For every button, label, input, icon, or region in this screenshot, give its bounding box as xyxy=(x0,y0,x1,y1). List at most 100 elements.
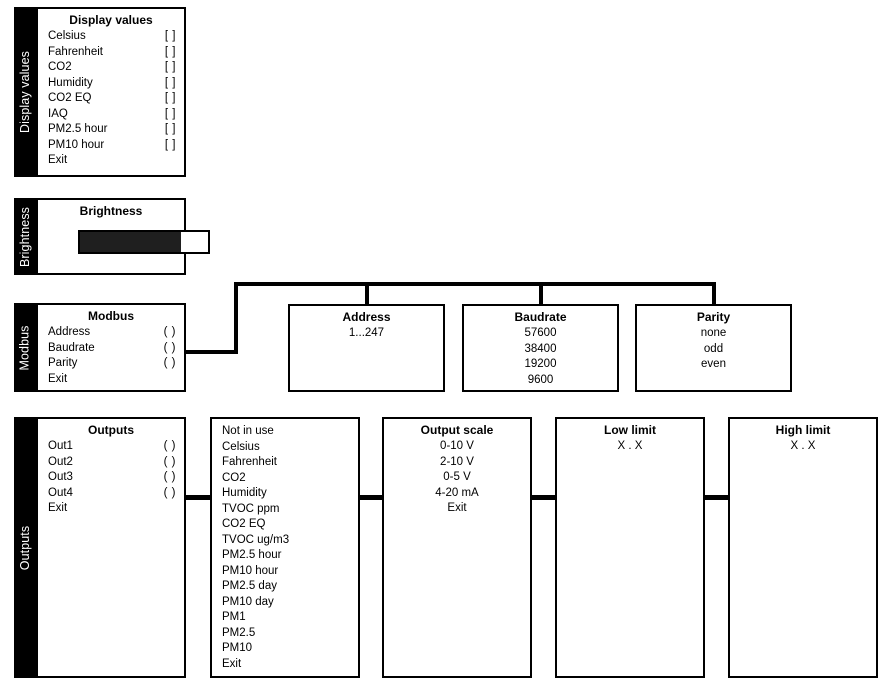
checkbox-marker[interactable]: [ ] xyxy=(164,123,176,135)
list-item[interactable]: 2-10 V xyxy=(440,455,474,468)
connector-modbus-drop-address xyxy=(365,282,369,306)
list-item-label: Out3 xyxy=(48,471,73,483)
connector-modbus-drop-parity xyxy=(712,282,716,306)
connector-outputs-to-source-list xyxy=(186,495,211,500)
sidebar-tab-label-display-values: Display values xyxy=(18,51,32,133)
list-item[interactable]: PM10 xyxy=(222,642,253,654)
list-item[interactable]: Out3 ( ) xyxy=(48,470,176,486)
menu-list-modbus: Address ( ) Baudrate ( ) Parity ( ) Exit xyxy=(38,325,184,387)
list-item[interactable]: Fahrenheit xyxy=(222,456,277,468)
brightness-slider-track[interactable] xyxy=(78,230,210,254)
list-item[interactable]: Celsius [ ] xyxy=(48,29,176,45)
panel-body-outputs: Outputs Out1 ( ) Out2 ( ) Out3 ( ) Out4 … xyxy=(36,419,184,676)
list-item[interactable]: 0-10 V xyxy=(440,440,474,452)
radio-marker[interactable]: ( ) xyxy=(163,471,176,483)
page-title-address: Address xyxy=(342,310,391,324)
list-item-label: Exit xyxy=(48,154,68,166)
list-item[interactable]: PM2.5 xyxy=(222,626,256,639)
sidebar-tab-outputs[interactable]: Outputs xyxy=(14,419,36,676)
menu-list-display-values: Celsius [ ] Fahrenheit [ ] CO2 [ ] Humid… xyxy=(38,29,184,169)
list-item[interactable]: 9600 xyxy=(527,373,554,386)
checkbox-marker[interactable]: [ ] xyxy=(164,107,176,120)
panel-baudrate: Baudrate 57600 38400 19200 9600 xyxy=(462,304,619,392)
list-item[interactable]: PM1 xyxy=(222,611,246,623)
list-item[interactable]: PM10 day xyxy=(222,595,274,608)
list-item-label: Exit xyxy=(48,372,68,385)
page-title-modbus: Modbus xyxy=(88,309,134,323)
page-title-baudrate: Baudrate xyxy=(514,310,567,324)
list-item[interactable]: CO2 xyxy=(222,471,246,484)
high-limit-value[interactable]: X . X xyxy=(790,440,816,452)
list-item-exit[interactable]: Exit xyxy=(447,502,467,514)
radio-marker[interactable]: ( ) xyxy=(163,341,176,354)
checkbox-marker[interactable]: [ ] xyxy=(164,76,176,89)
list-item[interactable]: Address ( ) xyxy=(48,325,176,341)
list-item[interactable]: TVOC ug/m3 xyxy=(222,533,290,546)
checkbox-marker[interactable]: [ ] xyxy=(164,92,176,104)
panel-outputs: Outputs Outputs Out1 ( ) Out2 ( ) Out3 (… xyxy=(14,417,186,678)
list-item-label: Baudrate xyxy=(48,341,95,354)
list-item[interactable]: none xyxy=(700,327,727,339)
sidebar-tab-display-values[interactable]: Display values xyxy=(14,9,36,175)
list-item[interactable]: 0-5 V xyxy=(443,471,471,483)
list-item[interactable]: Out1 ( ) xyxy=(48,439,176,455)
list-item[interactable]: CO2 EQ [ ] xyxy=(48,91,176,107)
radio-marker[interactable]: ( ) xyxy=(163,326,176,338)
list-item[interactable]: Parity ( ) xyxy=(48,356,176,372)
radio-marker[interactable]: ( ) xyxy=(163,357,176,369)
list-item[interactable]: IAQ [ ] xyxy=(48,107,176,123)
page-title-low-limit: Low limit xyxy=(604,423,656,437)
list-item[interactable]: PM10 hour [ ] xyxy=(48,138,176,154)
panel-address: Address 1...247 xyxy=(288,304,445,392)
list-item[interactable]: 4-20 mA xyxy=(435,486,479,499)
connector-modbus-stem-vertical xyxy=(234,282,238,354)
list-item-label: Address xyxy=(48,326,91,338)
list-item[interactable]: Humidity xyxy=(222,487,267,499)
list-item[interactable]: PM2.5 hour [ ] xyxy=(48,122,176,138)
brightness-slider-fill xyxy=(80,232,182,252)
list-item[interactable]: Not in use xyxy=(222,425,274,437)
list-item-value[interactable]: 1...247 xyxy=(348,327,385,339)
sidebar-tab-label-outputs: Outputs xyxy=(18,525,33,570)
list-item[interactable]: PM2.5 day xyxy=(222,580,277,592)
list-item[interactable]: 19200 xyxy=(524,358,557,370)
list-item-exit[interactable]: Exit xyxy=(222,657,242,670)
list-item[interactable]: Fahrenheit [ ] xyxy=(48,45,176,61)
list-item[interactable]: Humidity [ ] xyxy=(48,76,176,92)
list-item-exit[interactable]: Exit xyxy=(48,372,176,388)
radio-marker[interactable]: ( ) xyxy=(163,455,176,468)
panel-body-display-values: Display values Celsius [ ] Fahrenheit [ … xyxy=(36,9,184,175)
list-item-exit[interactable]: Exit xyxy=(48,501,176,517)
menu-list-output-sources: Not in use Celsius Fahrenheit CO2 Humidi… xyxy=(212,424,358,672)
list-item[interactable]: Out2 ( ) xyxy=(48,455,176,471)
low-limit-value[interactable]: X . X xyxy=(617,440,643,452)
list-item[interactable]: TVOC ppm xyxy=(222,502,280,515)
panel-high-limit: High limit X . X xyxy=(728,417,878,678)
checkbox-marker[interactable]: [ ] xyxy=(164,61,176,73)
page-title-output-scale: Output scale xyxy=(420,423,494,437)
list-item[interactable]: Celsius xyxy=(222,440,260,453)
list-item-label: Out1 xyxy=(48,440,73,452)
list-item[interactable]: even xyxy=(701,358,726,370)
panel-parity: Parity none odd even xyxy=(635,304,792,392)
list-item[interactable]: odd xyxy=(703,342,724,355)
radio-marker[interactable]: ( ) xyxy=(163,486,176,499)
list-item[interactable]: CO2 [ ] xyxy=(48,60,176,76)
connector-output-scale-to-low-limit xyxy=(531,495,556,500)
list-item[interactable]: CO2 EQ xyxy=(222,518,266,530)
list-item[interactable]: Out4 ( ) xyxy=(48,486,176,502)
sidebar-tab-label-modbus: Modbus xyxy=(18,324,33,371)
list-item[interactable]: PM10 hour xyxy=(222,564,279,577)
page-title-display-values: Display values xyxy=(69,13,153,27)
list-item[interactable]: 57600 xyxy=(524,327,557,339)
checkbox-marker[interactable]: [ ] xyxy=(164,30,176,42)
radio-marker[interactable]: ( ) xyxy=(163,440,176,452)
list-item[interactable]: Baudrate ( ) xyxy=(48,341,176,357)
checkbox-marker[interactable]: [ ] xyxy=(164,45,176,58)
sidebar-tab-modbus[interactable]: Modbus xyxy=(14,305,36,390)
sidebar-tab-brightness[interactable]: Brightness xyxy=(14,200,36,273)
list-item-exit[interactable]: Exit xyxy=(48,153,176,169)
checkbox-marker[interactable]: [ ] xyxy=(164,138,176,151)
list-item[interactable]: PM2.5 hour xyxy=(222,549,282,561)
list-item[interactable]: 38400 xyxy=(524,342,557,355)
